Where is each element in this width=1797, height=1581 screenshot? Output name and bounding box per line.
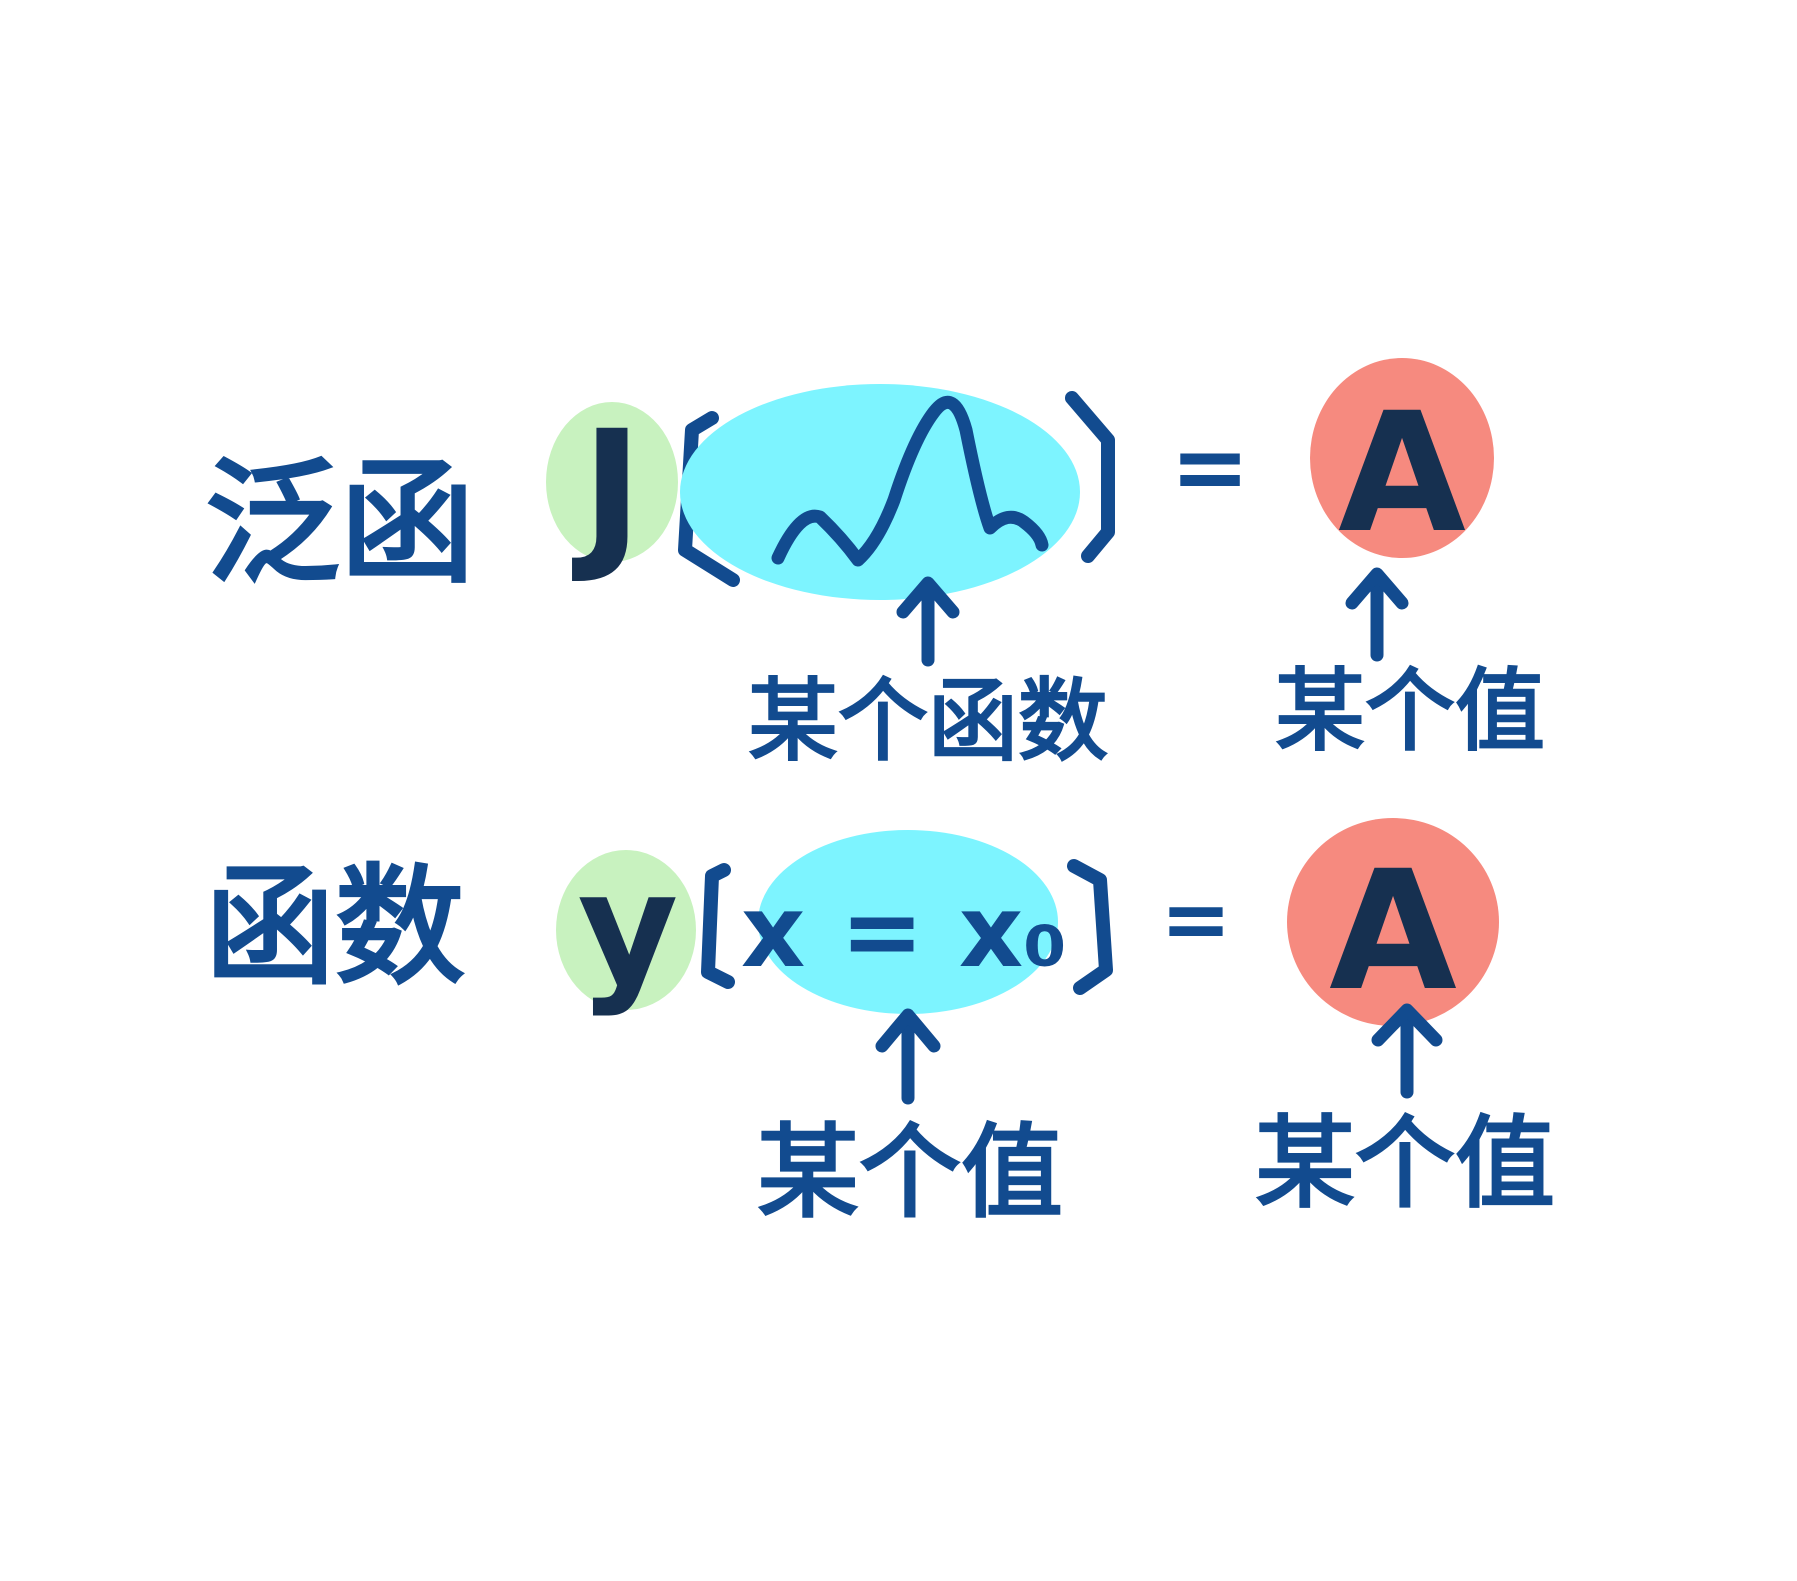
- row-functional: 泛函 J = A 某个函数 某个值: [205, 358, 1545, 774]
- row1-result-arrow: [1345, 567, 1409, 662]
- row2-result-caption: 某个值: [1255, 1105, 1555, 1222]
- row1-result: A: [1338, 377, 1466, 569]
- row2-input-caption: 某个值: [757, 1114, 1063, 1233]
- row2-result-arrow: [1371, 1003, 1443, 1099]
- row2-right-bracket: [1067, 859, 1113, 995]
- row1-label: 泛函: [205, 445, 475, 602]
- row1-equals: =: [1170, 413, 1250, 523]
- row2-input-arrow: [875, 1008, 941, 1105]
- row2-equals: =: [1160, 870, 1231, 969]
- row2-result-highlight: [1287, 818, 1499, 1026]
- row1-symbol-highlight: [546, 402, 678, 562]
- row1-input-arrow: [896, 576, 960, 667]
- row2-result: A: [1329, 835, 1457, 1027]
- function-curve-icon: [771, 395, 1049, 567]
- row1-input-caption: 某个函数: [748, 669, 1108, 774]
- row1-right-bracket: [1065, 391, 1115, 563]
- row-function: 函数 y x = x₀ = A 某个值 某个值: [205, 818, 1555, 1233]
- row2-left-bracket: [701, 863, 735, 989]
- row2-symbol: y: [577, 838, 678, 1019]
- row2-symbol-highlight: [556, 850, 696, 1010]
- row2-label: 函数: [205, 851, 465, 1003]
- row1-symbol: J: [571, 395, 642, 587]
- row2-argument: x = x₀: [741, 873, 1067, 990]
- row1-input-highlight: [680, 384, 1080, 600]
- row1-result-highlight: [1310, 358, 1494, 558]
- row2-input-highlight: [758, 830, 1058, 1014]
- row1-result-caption: 某个值: [1275, 659, 1545, 764]
